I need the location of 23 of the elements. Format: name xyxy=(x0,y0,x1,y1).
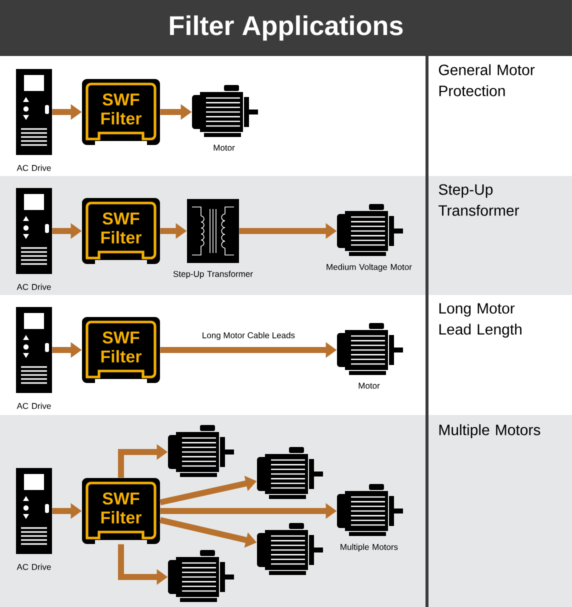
node-label: AC Drive xyxy=(16,164,51,171)
edge-label: Long Motor Cable Leads xyxy=(200,331,296,341)
motor-drawing xyxy=(257,447,323,499)
row-heading: Multiple Motors xyxy=(439,424,540,438)
motor-drawing xyxy=(257,523,323,575)
node-label: Step-Up Transformer xyxy=(173,270,253,279)
title-bar: Filter Applications xyxy=(0,0,572,56)
filter-box: SWF Filter xyxy=(82,317,160,383)
filter-box: SWF Filter xyxy=(82,79,160,145)
motor-drawing xyxy=(168,550,234,602)
filter-box: SWF Filter xyxy=(82,478,160,544)
node-label: AC Drive xyxy=(16,564,51,570)
node-label: AC Drive xyxy=(16,284,51,290)
row-heading: Long Motor Lead Length xyxy=(439,303,522,338)
filter-box: SWF Filter xyxy=(82,198,160,264)
node-label: Multiple Motors xyxy=(340,544,398,552)
node-label: AC Drive xyxy=(16,402,51,409)
row-heading: General Motor Protection xyxy=(438,64,535,96)
row-heading: Step-Up Transformer xyxy=(438,184,520,216)
node-label: Motor xyxy=(214,144,235,151)
node-label: Motor xyxy=(358,382,380,389)
motor-drawing xyxy=(168,425,234,477)
node-label: Medium Voltage Motor xyxy=(326,264,412,272)
